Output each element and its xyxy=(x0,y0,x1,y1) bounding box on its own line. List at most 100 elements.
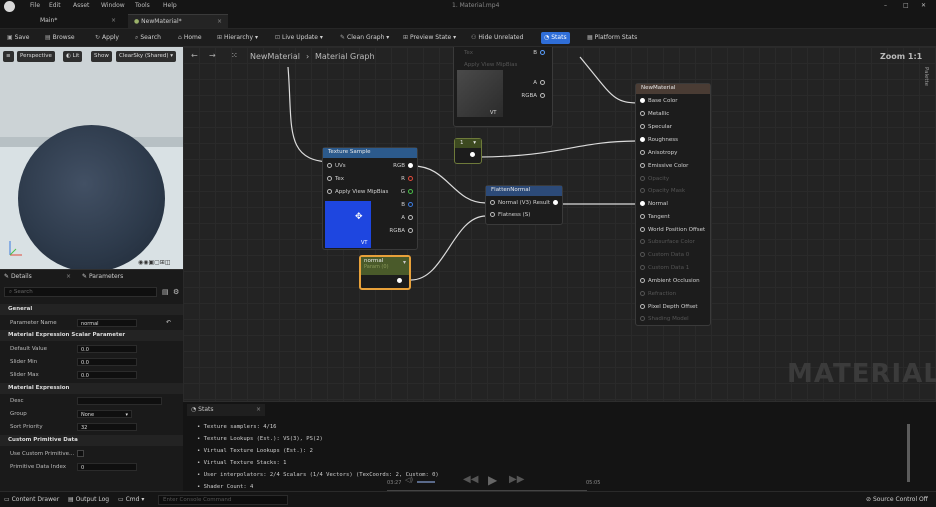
pin-refraction[interactable]: Refraction xyxy=(637,291,676,297)
constant-node[interactable]: 1▾ xyxy=(454,138,482,164)
palette-tab[interactable]: Palette xyxy=(923,67,929,87)
hierarchy-button[interactable]: ⊞Hierarchy ▾ xyxy=(214,32,261,44)
desc-field[interactable] xyxy=(77,397,162,405)
pin-normal-input[interactable]: Normal (V3) xyxy=(487,200,531,206)
view-options-icon[interactable]: ▤ xyxy=(162,288,169,296)
hide-unrelated-button[interactable]: ⚇Hide Unrelated xyxy=(468,32,526,44)
tab-details[interactable]: ✎ Details xyxy=(4,273,32,280)
default-value-field[interactable]: 0.0 xyxy=(77,345,137,353)
content-drawer-button[interactable]: ▭ Content Drawer xyxy=(4,496,59,503)
pin-emissive-color[interactable]: Emissive Color xyxy=(637,163,688,169)
section-material-expression[interactable]: Material Expression xyxy=(0,383,183,394)
show-button[interactable]: Show xyxy=(91,51,112,62)
pin-subsurface-color[interactable]: Subsurface Color xyxy=(637,239,695,245)
pin-roughness[interactable]: Roughness xyxy=(637,137,678,143)
menu-asset[interactable]: Asset xyxy=(73,2,90,9)
pin-opacity[interactable]: Opacity xyxy=(637,176,669,182)
primitive-data-index-field[interactable]: 0 xyxy=(77,463,137,471)
pin-base-color[interactable]: Base Color xyxy=(637,98,678,104)
menu-tools[interactable]: Tools xyxy=(135,2,150,9)
perspective-button[interactable]: Perspective xyxy=(17,51,55,62)
use-custom-primitive-checkbox[interactable] xyxy=(77,450,84,457)
texture-sample-node[interactable]: Texture Sample UVs Tex Apply View MipBia… xyxy=(322,147,418,250)
preview-shape-icons[interactable]: ◉◉▣▢⊞◫ xyxy=(138,259,171,266)
console-input[interactable]: Enter Console Command xyxy=(158,495,288,505)
output-log-button[interactable]: ▤ Output Log xyxy=(68,496,109,503)
preview-state-button[interactable]: ⊞Preview State ▾ xyxy=(400,32,459,44)
home-button[interactable]: ⌂Home xyxy=(175,32,205,44)
material-preview-viewport[interactable]: ≡ Perspective ◐ Lit Show ClearSky (Share… xyxy=(0,47,183,269)
pin-b[interactable]: B xyxy=(533,50,548,56)
play-icon[interactable]: ▶ xyxy=(488,473,498,487)
pin-b[interactable]: B xyxy=(401,202,416,208)
pin-opacity-mask[interactable]: Opacity Mask xyxy=(637,188,685,194)
scalar-parameter-node[interactable]: normal Param (0) ▾ xyxy=(359,255,411,290)
video-progress-bar[interactable] xyxy=(387,490,587,491)
clean-graph-button[interactable]: ✎Clean Graph ▾ xyxy=(337,32,392,44)
stats-close-icon[interactable]: × xyxy=(255,406,261,413)
menu-edit[interactable]: Edit xyxy=(49,2,61,9)
sort-priority-field[interactable]: 32 xyxy=(77,423,137,431)
volume-icon[interactable]: ◁) xyxy=(405,476,414,484)
volume-slider[interactable] xyxy=(417,481,435,483)
fast-forward-icon[interactable]: ▶▶ xyxy=(509,474,525,485)
pin-shading-model[interactable]: Shading Model xyxy=(637,316,689,322)
unreal-logo-icon[interactable] xyxy=(4,1,15,12)
pin-rgba[interactable]: RGBA xyxy=(521,93,548,99)
pin-flatness-input[interactable]: Flatness (S) xyxy=(487,212,530,218)
viewport-menu-button[interactable]: ≡ xyxy=(3,51,14,62)
pin-specular[interactable]: Specular xyxy=(637,124,672,130)
section-general[interactable]: General xyxy=(0,304,183,315)
pin-custom-data-1[interactable]: Custom Data 1 xyxy=(637,265,689,271)
texture-sample-node-top[interactable]: Tex Apply View MipBias B A RGBA VT xyxy=(453,47,553,127)
pin-custom-data-0[interactable]: Custom Data 0 xyxy=(637,252,689,258)
section-scalar-parameter[interactable]: Material Expression Scalar Parameter xyxy=(0,330,183,341)
tab-main[interactable]: Main* × xyxy=(34,14,122,28)
pin-metallic[interactable]: Metallic xyxy=(637,111,669,117)
reset-arrow-icon[interactable]: ↶ xyxy=(166,319,172,326)
save-button[interactable]: ▣Save xyxy=(4,32,32,44)
forward-arrow-icon[interactable]: → xyxy=(209,51,216,60)
pin-g[interactable]: G xyxy=(401,189,416,195)
minimize-icon[interactable]: – xyxy=(884,2,887,9)
pin-normal[interactable]: Normal xyxy=(637,201,668,207)
pin-param-output[interactable] xyxy=(394,278,405,284)
material-graph-canvas[interactable]: ← → ⁙ NewMaterial › Material Graph Zoom … xyxy=(183,47,936,401)
pin-uvs[interactable]: UVs xyxy=(324,163,346,169)
breadcrumb-root[interactable]: NewMaterial xyxy=(250,52,300,61)
parameter-name-field[interactable]: normal xyxy=(77,319,137,327)
cmd-dropdown[interactable]: ▭ Cmd ▾ xyxy=(118,496,145,503)
pin-rgba[interactable]: RGBA xyxy=(389,228,416,234)
lit-button[interactable]: ◐ Lit xyxy=(63,51,83,62)
tab-close-icon[interactable]: × xyxy=(216,18,222,25)
settings-gear-icon[interactable]: ⚙ xyxy=(173,288,180,296)
pin-anisotropy[interactable]: Anisotropy xyxy=(637,150,677,156)
pin-tex[interactable]: Tex xyxy=(324,176,344,182)
rewind-icon[interactable]: ◀◀ xyxy=(463,474,479,485)
pin-a[interactable]: A xyxy=(533,80,548,86)
menu-help[interactable]: Help xyxy=(163,2,177,9)
apply-button[interactable]: ↻Apply xyxy=(92,32,122,44)
pin-r[interactable]: R xyxy=(401,176,416,182)
pin-a[interactable]: A xyxy=(401,215,416,221)
stats-button[interactable]: ◔Stats xyxy=(541,32,570,44)
section-custom-primitive-data[interactable]: Custom Primitive Data xyxy=(0,435,183,446)
tab-details-close-icon[interactable]: × xyxy=(66,273,72,280)
tab-new-material[interactable]: ● NewMaterial* × xyxy=(128,14,228,28)
browse-button[interactable]: ▤Browse xyxy=(42,32,78,44)
back-arrow-icon[interactable]: ← xyxy=(191,51,198,60)
search-button[interactable]: ⌕Search xyxy=(132,32,164,44)
tab-parameters[interactable]: ✎ Parameters xyxy=(82,273,123,280)
menu-file[interactable]: File xyxy=(30,2,41,9)
group-dropdown[interactable]: None▾ xyxy=(77,410,132,418)
sky-dropdown[interactable]: ClearSky (Shared) ▾ xyxy=(116,51,177,62)
tab-close-icon[interactable]: × xyxy=(110,17,116,24)
details-search-input[interactable]: ⌕ Search xyxy=(4,287,157,297)
pin-rgb[interactable]: RGB xyxy=(393,163,416,169)
slider-min-field[interactable]: 0.0 xyxy=(77,358,137,366)
source-control-button[interactable]: ⊘ Source Control Off xyxy=(866,496,928,503)
pin-result-output[interactable]: Result xyxy=(533,200,561,206)
pin-apply-view-mipbias[interactable]: Apply View MipBias xyxy=(324,189,388,195)
maximize-icon[interactable]: □ xyxy=(903,2,909,9)
close-icon[interactable]: ✕ xyxy=(921,2,927,9)
